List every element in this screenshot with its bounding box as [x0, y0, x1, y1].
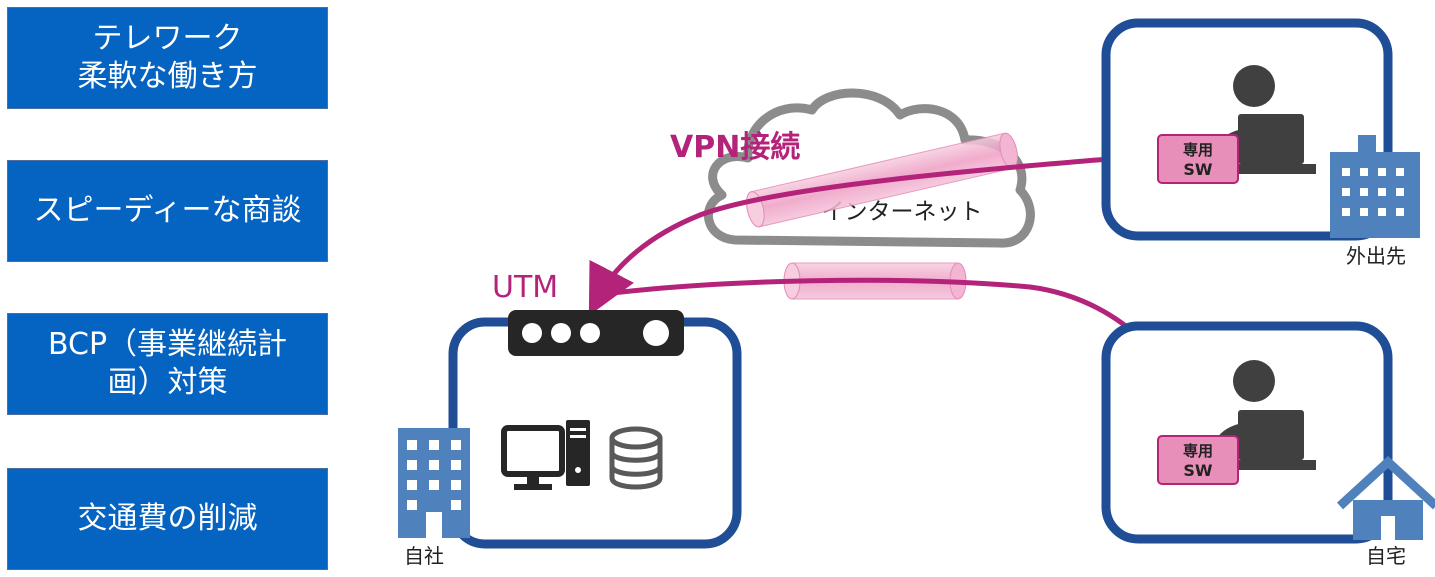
benefit-speedy-negotiation: スピーディーな商談 [7, 160, 328, 262]
database-icon [609, 426, 663, 490]
home-site: 専用 SW 自宅 [1101, 321, 1435, 568]
switch-label-home-1: 専用 [1183, 442, 1213, 460]
remote-office-site: 専用 SW 外出先 [1101, 18, 1420, 268]
dedicated-switch-remote: 専用 SW [1157, 134, 1239, 184]
switch-label-home-2: SW [1183, 461, 1213, 480]
switch-label-1: 専用 [1183, 141, 1213, 159]
benefit-transport-cost: 交通費の削減 [7, 468, 328, 570]
house-icon [1336, 455, 1435, 540]
hq-label: 自社 [404, 544, 444, 568]
pc-icon [501, 420, 590, 490]
utm-label: UTM [492, 270, 558, 305]
remote-office-label: 外出先 [1346, 244, 1406, 268]
vpn-line-remote-office [588, 152, 1159, 316]
hq-building-icon [398, 428, 470, 538]
switch-label-2: SW [1183, 160, 1213, 179]
office-building-icon [1330, 135, 1420, 238]
vpn-label: VPN接続 [670, 130, 800, 165]
home-label: 自宅 [1366, 544, 1406, 568]
hq-site: UTM [398, 270, 742, 568]
utm-device-icon [508, 310, 684, 356]
benefit-bcp: BCP（事業継続計 画）対策 [7, 313, 328, 415]
dedicated-switch-home: 専用 SW [1157, 435, 1239, 485]
laptop-icon-home [1226, 410, 1316, 470]
benefit-telework: テレワーク 柔軟な働き方 [7, 7, 328, 109]
laptop-icon [1226, 114, 1316, 174]
